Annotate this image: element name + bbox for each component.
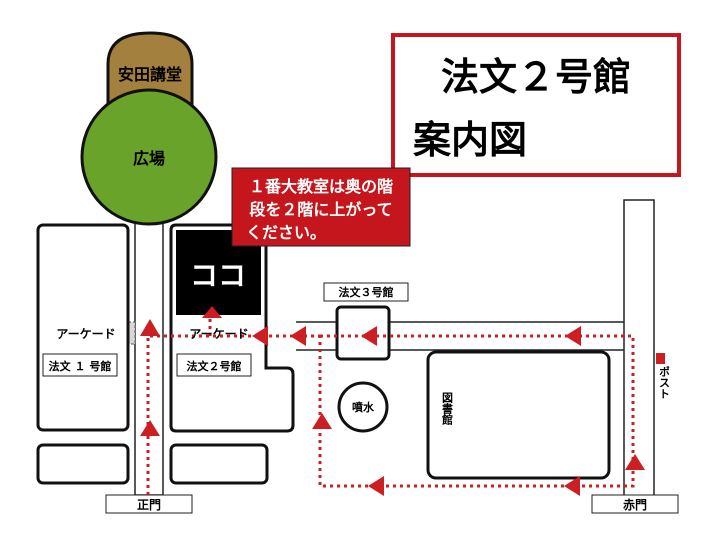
notice-line3: ください。 <box>246 223 326 242</box>
library-label: 図書館 <box>441 391 455 426</box>
street-right <box>623 199 655 501</box>
red-gate-label: 赤門 <box>623 497 647 512</box>
yasuda-label: 安田講堂 <box>118 65 182 84</box>
hobun1-building <box>36 223 130 432</box>
route-arrow <box>565 326 581 346</box>
route-arrow <box>361 326 377 346</box>
title-box <box>391 33 681 177</box>
route-arrow <box>625 454 645 470</box>
hobun1-label-box <box>42 353 118 377</box>
hobun3-building <box>335 305 391 361</box>
route-arrow <box>140 319 160 336</box>
fountain-label: 噴水 <box>352 400 375 414</box>
route-arrow <box>368 476 384 496</box>
route-arrow <box>202 306 222 318</box>
lower-center-building <box>169 443 269 485</box>
route-arrow <box>564 476 580 496</box>
route-arrow <box>252 326 268 346</box>
hobun3-label: 法文３号館 <box>339 285 394 299</box>
plaza <box>80 88 218 226</box>
main-gate-label: 正門 <box>137 498 161 512</box>
notice-line2: 段を２階に上がって <box>249 200 392 219</box>
red-gate-label-box <box>591 494 679 514</box>
hobun1-label: 法文 １ 号館 <box>49 359 112 373</box>
here-label: ココ <box>190 259 246 292</box>
lower-left-building <box>36 443 130 485</box>
title-line2: 案内図 <box>413 118 527 162</box>
hobun2-label: 法文２号館 <box>187 359 242 373</box>
route-arrow <box>312 413 332 429</box>
notice-line1: １番大教室は奥の階 <box>249 177 393 196</box>
post-label: ポスト <box>658 365 671 399</box>
library-building <box>426 350 611 480</box>
post-icon <box>656 353 665 364</box>
hobun3-label-box <box>323 282 409 302</box>
fountain <box>337 381 389 433</box>
notice-box <box>231 167 411 247</box>
yasuda-auditorium <box>106 31 194 112</box>
route-arrow <box>140 420 160 436</box>
route-arrows <box>140 306 645 496</box>
hobun2-label-box <box>176 353 252 377</box>
route-arrow <box>290 326 306 346</box>
arcade-left-label: アーケード <box>56 327 115 341</box>
plaza-label: 広場 <box>133 149 165 168</box>
title-line1: 法文２号館 <box>441 55 631 99</box>
arcade-center-label: アーケード <box>189 327 248 341</box>
